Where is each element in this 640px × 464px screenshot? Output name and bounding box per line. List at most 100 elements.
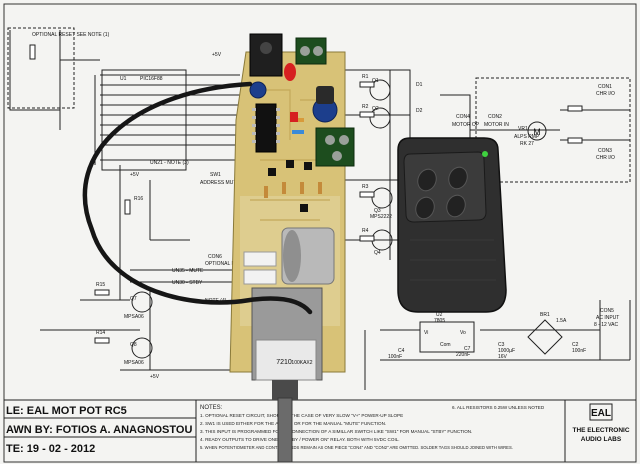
- label-r4: R4: [362, 228, 369, 234]
- label-con5: CON5: [600, 308, 614, 314]
- label-c2: C2: [572, 342, 579, 348]
- label-c2-val: 100nF: [572, 348, 586, 354]
- label-q4: Q4: [374, 250, 381, 256]
- label-r14: R14: [96, 330, 105, 336]
- label-con3: CON3: [598, 148, 612, 154]
- label-u2: U2: [436, 312, 443, 318]
- label-v5: +5V: [130, 172, 140, 178]
- company-line-1: THE ELECTRONIC: [572, 427, 629, 434]
- label-r2: R2: [362, 104, 369, 110]
- schematic-labels: OPTIONAL RESET SEE NOTE (1) PIC16F88 U1 …: [32, 32, 619, 380]
- resistor-symbols: [29, 44, 583, 344]
- label-com: Com: [440, 342, 451, 348]
- resistor-note: 6. ALL RESISTORS 0.25W UNLESS NOTED: [452, 405, 545, 410]
- power-jack: [249, 33, 283, 77]
- label-ac-range: 8 - 12 VAC: [594, 322, 618, 328]
- label-c7-val: 220nF: [456, 352, 470, 358]
- u1-outline: [101, 69, 187, 171]
- motor-symbol: [527, 121, 547, 141]
- label-con4: CON4: [456, 114, 470, 120]
- label-br1-rating: 1.5A: [556, 318, 567, 324]
- label-v5b: +5V: [150, 374, 160, 380]
- ic-chip: [255, 103, 277, 153]
- label-chr-l: CHR I/O: [596, 91, 615, 97]
- label-vo: Vo: [460, 330, 466, 336]
- terminal-screw-5: [332, 151, 342, 161]
- label-q1: Q1: [372, 78, 379, 84]
- ic-pins: [252, 108, 280, 143]
- label-q7: Q7: [130, 296, 137, 302]
- label-r3: R3: [362, 184, 369, 190]
- remote-grip-lines: [410, 239, 496, 281]
- capacitor-black: [316, 86, 334, 104]
- label-alps: ALPS RMP: [514, 134, 540, 140]
- label-mps2222: MPS2222: [370, 214, 392, 220]
- label-c7: C7: [464, 346, 471, 352]
- transistor-symbols: [131, 79, 393, 359]
- label-r15: R15: [96, 282, 105, 288]
- remote-led: [482, 151, 488, 157]
- note-1: 1. OPTIONAL RESET CIRCUIT, SHOU... IN TH…: [200, 413, 403, 418]
- label-q3: Q3: [374, 208, 381, 214]
- label-c3-val: 1000µF: [498, 348, 515, 354]
- terminal-screw-1: [300, 46, 310, 56]
- label-motor-op: MOTOR OP: [452, 122, 480, 128]
- note-2: 2. SW1 IS USED EITHER FOR THE A... OFF O…: [200, 421, 386, 426]
- terminal-screw-4: [339, 135, 349, 145]
- label-u1: U1: [120, 76, 127, 82]
- white-connector-1: [243, 251, 277, 267]
- label-optional-reset: OPTIONAL RESET SEE NOTE (1): [32, 32, 110, 38]
- label-pic: PIC16F88: [140, 76, 163, 82]
- eal-logo: EAL: [591, 408, 611, 419]
- motor-symbol-label: M: [533, 127, 541, 137]
- terminal-screw-3: [325, 135, 335, 145]
- note-4: 4. READY OUTPUTS TO DRIVE ONE ... "STBY …: [200, 437, 400, 442]
- label-c4-val: 100nF: [388, 354, 402, 360]
- remote-button-3: [415, 196, 435, 220]
- title-line: LE: EAL MOT POT RC5: [6, 405, 127, 417]
- eal-logo-box: [589, 403, 613, 421]
- label-con2: CON2: [488, 114, 502, 120]
- red-component: [290, 112, 298, 122]
- potentiometer-label-area: [255, 339, 317, 381]
- label-rk27: RK 27: [520, 141, 534, 147]
- label-q7-part: MPSA06: [124, 314, 144, 320]
- label-con1: CON1: [598, 84, 612, 90]
- label-chr-r: CHR I/O: [596, 155, 615, 161]
- remote-control: [397, 137, 507, 313]
- label-r1: R1: [362, 74, 369, 80]
- label-ac-input: AC INPUT: [596, 315, 619, 321]
- label-d2: D2: [416, 108, 423, 114]
- label-vi: Vi: [424, 330, 428, 336]
- remote-button-1: [417, 168, 437, 192]
- pot-code: 100KAX2: [291, 360, 312, 366]
- note-3: 3. THIS INPUT IS PROGRAMMED FOR ... CONN…: [200, 429, 472, 434]
- label-q2: Q2: [372, 106, 379, 112]
- remote-button-2: [448, 166, 468, 190]
- label-sw1-note: ADDRESS MUTE NOTE (2): [200, 180, 263, 186]
- pot-bushing: [272, 380, 298, 400]
- black-cable: [82, 81, 313, 315]
- label-un21: UN21 - NOTE (3): [150, 160, 189, 166]
- pcb-board: 7210 100KAX2: [229, 33, 355, 463]
- pot-label: 7210: [276, 359, 292, 366]
- label-c3: C3: [498, 342, 505, 348]
- notes-header: NOTES:: [200, 405, 223, 411]
- label-vr1: VR1: [518, 126, 528, 132]
- title-block: LE: EAL MOT POT RC5 AWN BY: FOTIOS A. AN…: [4, 399, 636, 462]
- label-c4: C4: [398, 348, 405, 354]
- label-d1: D1: [416, 82, 423, 88]
- note-5: 5. WHEN POTENTIOMETER AND CONT... BOARDS…: [200, 445, 513, 450]
- label-c3-v: 16V: [498, 354, 508, 360]
- label-sw1: SW1: [210, 172, 221, 178]
- drawn-by-line: AWN BY: FOTIOS A. ANAGNOSTOU: [6, 424, 192, 436]
- red-led: [284, 63, 296, 81]
- label-reg: 7805: [434, 318, 445, 324]
- date-line: TE: 19 - 02 - 2012: [6, 443, 95, 455]
- pot-shaft: [277, 397, 293, 463]
- label-con6: CON6: [208, 254, 222, 260]
- label-optional-relays: OPTIONAL RELAYS: [205, 261, 252, 267]
- label-un30: UN30 - STBY: [172, 280, 203, 286]
- label-q8-part: MPSA06: [124, 360, 144, 366]
- label-v5c: +5V: [212, 52, 222, 58]
